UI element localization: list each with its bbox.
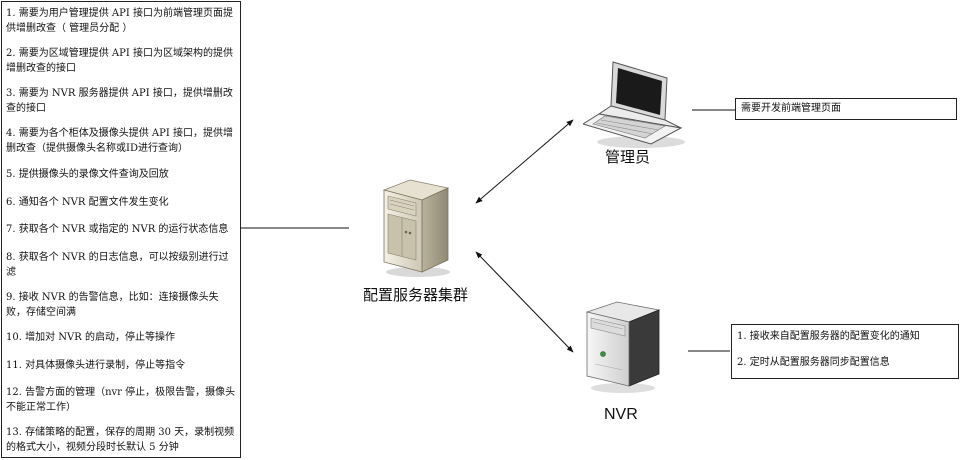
nvr-server-icon	[585, 301, 661, 393]
requirement-item-3: 3. 需要为 NVR 服务器提供 API 接口，提供增删改查的接口	[6, 88, 233, 114]
nvr-note-box: 1. 接收来自配置服务器的配置变化的通知 2. 定时从配置服务器同步配置信息	[731, 324, 959, 379]
requirement-item-4: 4. 需要为各个柜体及摄像头提供 API 接口，提供增删改查（提供摄像头名称或I…	[6, 128, 233, 154]
laptop-icon	[583, 61, 685, 148]
server-nvr-arrow	[475, 251, 574, 353]
requirement-item-7: 7. 获取各个 NVR 或指定的 NVR 的运行状态信息	[6, 224, 229, 235]
admin-label: 管理员	[605, 148, 651, 166]
requirement-item-2: 2. 需要为区域管理提供 API 接口为区域架构的提供增删改查的接口	[6, 48, 233, 74]
requirement-item-9: 9. 接收 NVR 的告警信息，比如：连接摄像头失败，存储空间满	[6, 292, 219, 318]
requirement-item-10: 10. 增加对 NVR 的启动，停止等操作	[6, 332, 175, 343]
requirements-box: 1. 需要为用户管理提供 API 接口为前端管理页面提供增删改查（ 管理员分配 …	[1, 1, 241, 458]
nvr-label: NVR	[604, 406, 638, 423]
server-admin-arrow	[475, 119, 574, 204]
server-tower-icon	[382, 179, 450, 277]
requirement-item-6: 6. 通知各个 NVR 配置文件发生变化	[6, 197, 169, 208]
nvr-note-line-1: 1. 接收来自配置服务器的配置变化的通知	[737, 331, 920, 342]
nvr-note-line-2: 2. 定时从配置服务器同步配置信息	[737, 357, 890, 368]
requirement-item-1: 1. 需要为用户管理提供 API 接口为前端管理页面提供增删改查（ 管理员分配 …	[6, 8, 233, 34]
admin-note-box: 需要开发前端管理页面	[735, 98, 957, 120]
requirement-item-11: 11. 对具体摄像头进行录制，停止等指令	[6, 360, 186, 371]
requirement-item-5: 5. 提供摄像头的录像文件查询及回放	[6, 169, 169, 180]
requirement-item-8: 8. 获取各个 NVR 的日志信息，可以按级别进行过滤	[6, 252, 229, 278]
requirement-item-12: 12. 告警方面的管理（nvr 停止，极限告警，摄像头不能正常工作）	[6, 387, 236, 413]
server-cluster-label: 配置服务器集群	[363, 286, 469, 304]
requirement-item-13: 13. 存储策略的配置，保存的周期 30 天，录制视频的格式大小，视频分段时长默…	[6, 427, 235, 453]
admin-note-text: 需要开发前端管理页面	[741, 103, 841, 114]
